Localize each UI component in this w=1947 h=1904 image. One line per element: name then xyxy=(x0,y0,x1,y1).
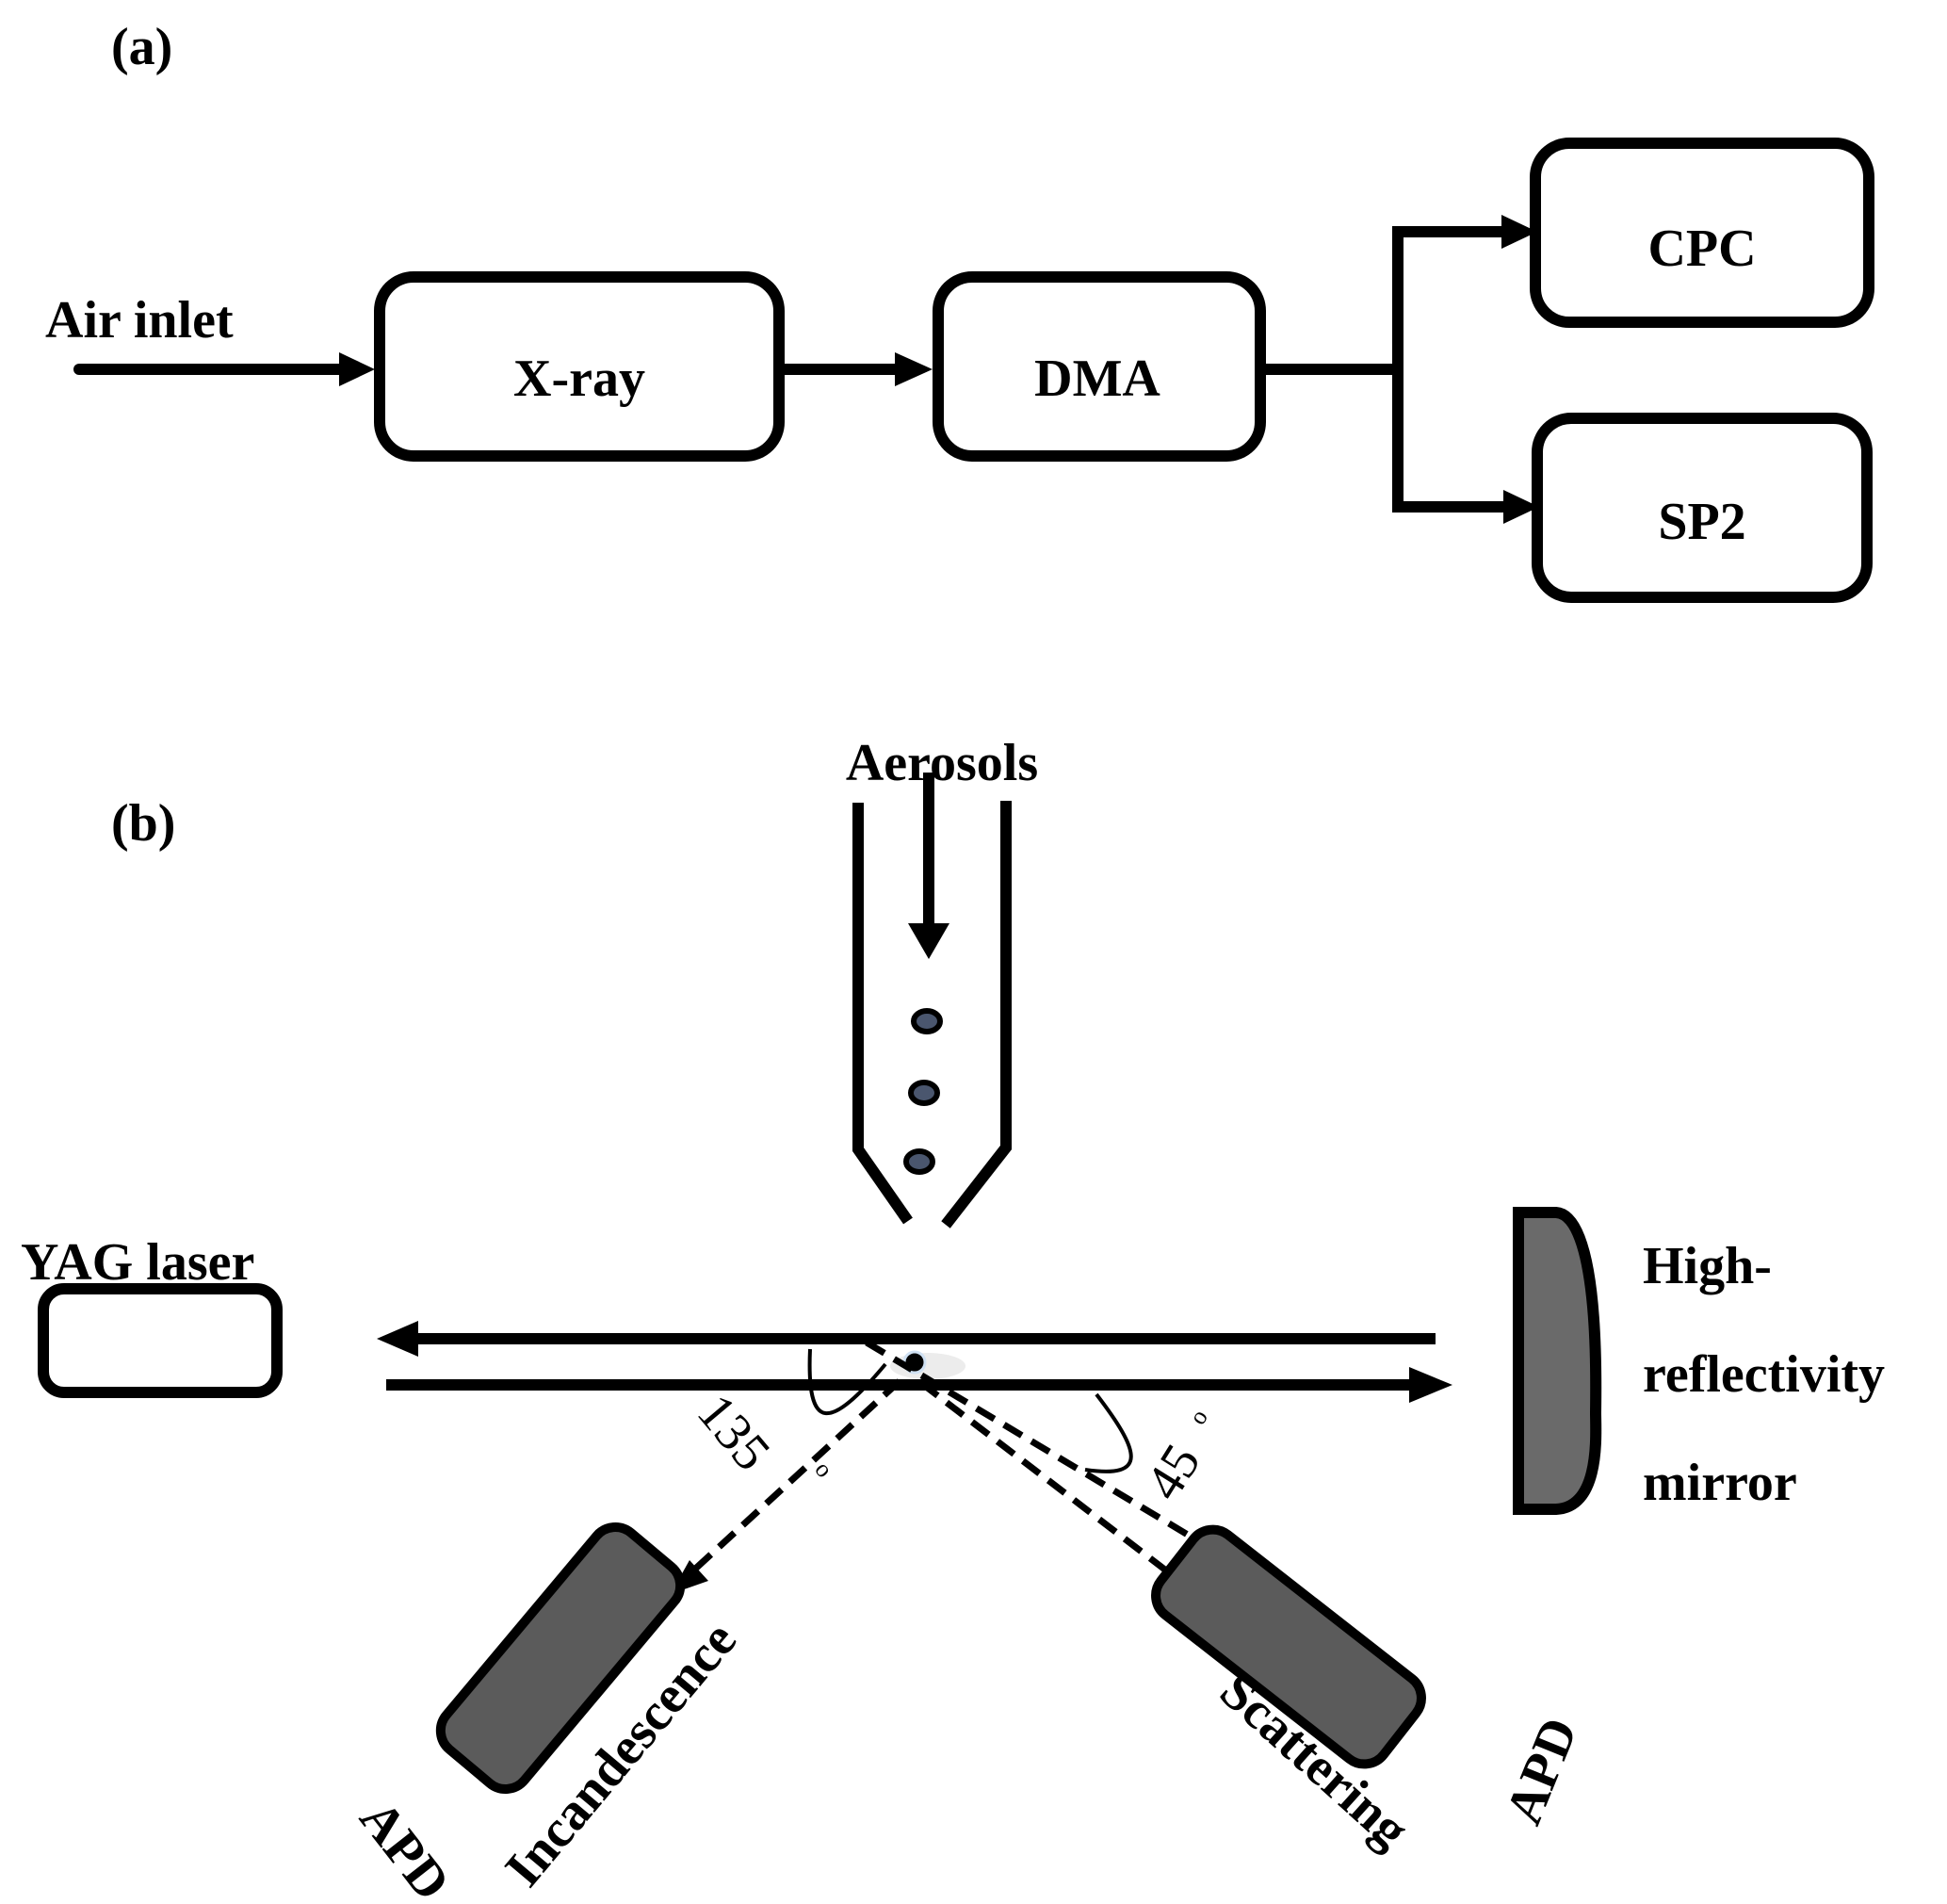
svg-text:APD: APD xyxy=(349,1790,462,1904)
dma-box: DMA xyxy=(933,271,1266,462)
aerosol-inlet-nozzle xyxy=(852,801,1012,1229)
panel-b: (b) Aerosols YAG laser xyxy=(21,734,1885,1904)
aerosol-particles xyxy=(903,1008,943,1175)
panel-b-label: (b) xyxy=(111,794,175,853)
aerosols-label: Aerosols xyxy=(846,734,1038,792)
angle-135-label: 135 xyxy=(686,1384,781,1482)
sp2-box: SP2 xyxy=(1532,413,1873,603)
svg-text:mirror: mirror xyxy=(1643,1454,1797,1512)
apd-left-label: APD xyxy=(349,1790,462,1904)
yag-laser-box xyxy=(38,1283,283,1398)
dma-label: DMA xyxy=(1034,350,1160,408)
mirror-label: High- reflectivity mirror xyxy=(1643,1237,1885,1512)
laser-beam-return xyxy=(377,1321,1436,1357)
apd-right-label: APD xyxy=(1495,1710,1590,1832)
xray-to-dma-arrow xyxy=(782,352,933,386)
svg-text:135: 135 xyxy=(686,1384,781,1482)
high-reflectivity-mirror xyxy=(1513,1207,1602,1515)
aerosol-flow-arrow xyxy=(908,773,949,959)
svg-text:45: 45 xyxy=(1134,1435,1211,1510)
panel-a: (a) Air inlet X-ray DMA CP xyxy=(45,18,1874,603)
sp2-label: SP2 xyxy=(1658,493,1745,551)
air-inlet-arrow xyxy=(73,352,375,386)
svg-text:reflectivity: reflectivity xyxy=(1643,1345,1885,1404)
dma-split-connector xyxy=(1262,215,1539,524)
incandescence-apd xyxy=(435,1522,686,1794)
particle xyxy=(911,1008,943,1034)
angle-arcs xyxy=(807,1348,1133,1473)
angle-arc-135 xyxy=(807,1348,887,1416)
degree-symbol-right: o xyxy=(1183,1405,1212,1429)
scattering-apd xyxy=(1151,1524,1426,1769)
xray-box: X-ray xyxy=(374,271,785,462)
angle-arc-45 xyxy=(1084,1392,1133,1473)
svg-text:High-: High- xyxy=(1643,1237,1772,1295)
xray-label: X-ray xyxy=(513,350,645,408)
panel-a-label: (a) xyxy=(111,18,172,76)
cpc-label: CPC xyxy=(1647,220,1756,278)
particle xyxy=(903,1148,935,1175)
angle-45-label: 45 xyxy=(1134,1435,1211,1510)
particle xyxy=(908,1080,940,1106)
cpc-box: CPC xyxy=(1530,138,1874,328)
yag-laser-label: YAG laser xyxy=(21,1233,254,1292)
svg-text:APD: APD xyxy=(1495,1710,1590,1832)
air-inlet-label: Air inlet xyxy=(45,291,234,350)
